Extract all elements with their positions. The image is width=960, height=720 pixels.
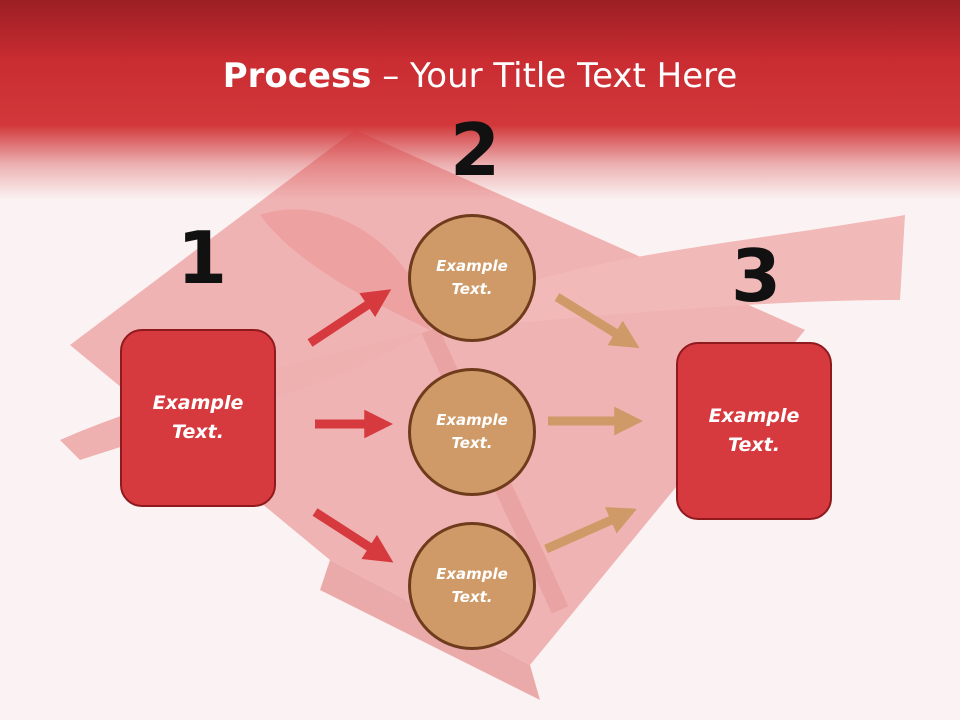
step-number-2: 2	[450, 108, 501, 192]
step-number-3: 3	[731, 234, 782, 318]
circle-bottom-text: Example Text.	[436, 565, 508, 606]
title-rest: – Your Title Text Here	[371, 56, 738, 96]
step-box-1-text: Example Text.	[152, 392, 244, 443]
step-box-3-text: Example Text.	[708, 405, 800, 456]
arrow-circle-bottom-to-3	[544, 507, 638, 554]
step-number-1: 1	[177, 216, 228, 300]
title-bold: Process	[222, 56, 372, 96]
circle-middle-text: Example Text.	[436, 411, 508, 452]
circle-top: Example Text.	[408, 214, 536, 342]
step-box-3: Example Text.	[676, 342, 832, 520]
circle-top-text: Example Text.	[436, 257, 508, 298]
circle-middle: Example Text.	[408, 368, 536, 496]
arrow-circle-top-to-3	[554, 293, 640, 349]
slide-title: Process – Your Title Text Here	[0, 54, 960, 98]
circle-bottom: Example Text.	[408, 522, 536, 650]
header-band	[0, 0, 960, 200]
arrow-1-to-circle-top	[307, 289, 392, 347]
arrow-1-to-circle-bottom	[312, 508, 394, 563]
step-box-1: Example Text.	[120, 329, 276, 507]
